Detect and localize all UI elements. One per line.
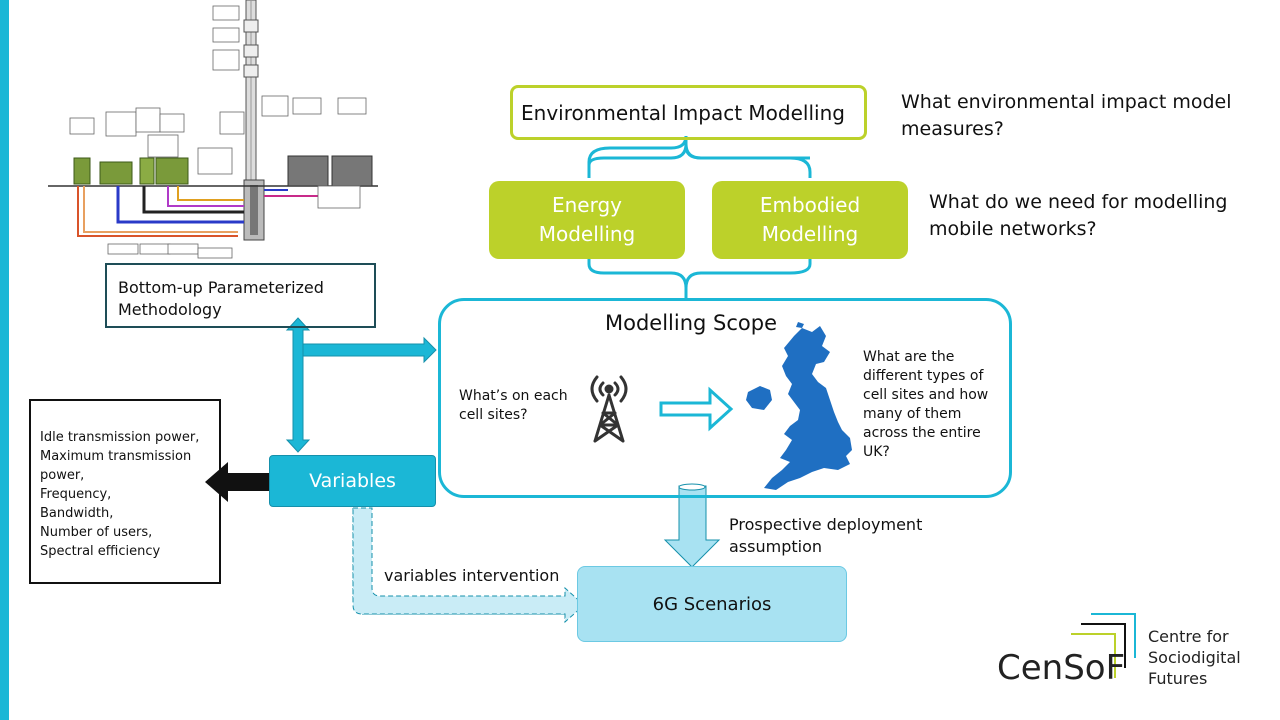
arrow-variables-parameters (205, 462, 270, 502)
modelling-scope-title: Modelling Scope (604, 311, 777, 335)
question-impact-measures: What environmental impact model measures… (901, 89, 1232, 143)
censof-name-line: Centre for (1148, 627, 1229, 646)
question-line: What do we need for modelling (929, 191, 1228, 213)
variables-intervention-label: variables intervention (384, 566, 560, 585)
bracket-modelling (587, 258, 812, 298)
question-line: mobile networks? (929, 218, 1097, 240)
embodied-line1: Embodied (759, 193, 861, 217)
cell-site-question-line: cell sites? (459, 407, 528, 423)
parameter-item: Frequency, (40, 487, 112, 502)
uk-question-line: across the entire (863, 425, 981, 441)
title-box-label: Environmental Impact Modelling (521, 100, 845, 125)
parameter-item: Idle transmission power, (40, 430, 200, 445)
cell-site-question-line: What’s on each (459, 388, 568, 404)
uk-question: What are the different types of cell sit… (863, 348, 988, 462)
arrow-tower-to-uk (659, 386, 734, 432)
variables-label: Variables (309, 470, 396, 492)
cell-site-question: What’s on each cell sites? (459, 387, 568, 425)
question-line: measures? (901, 118, 1004, 140)
censof-logo-mark (1071, 613, 1136, 678)
deployment-assumption-label: Prospective deployment assumption (729, 514, 922, 558)
parameter-item: Spectral efficiency (40, 544, 161, 559)
embodied-line2: Modelling (761, 222, 859, 246)
energy-modelling-box: Energy Modelling (489, 181, 685, 259)
cell-site-equipment-diagram (48, 0, 378, 259)
parameters-box: Idle transmission power, Maximum transmi… (29, 399, 221, 584)
scenarios-label: 6G Scenarios (652, 593, 772, 615)
uk-question-line: What are the (863, 349, 955, 365)
uk-question-line: different types of (863, 368, 984, 384)
parameter-item: Maximum transmission (40, 449, 192, 464)
uk-map-icon (746, 322, 852, 490)
parameter-item: Number of users, (40, 525, 153, 540)
embodied-modelling-box: Embodied Modelling (712, 181, 908, 259)
scenarios-box: 6G Scenarios (577, 566, 847, 642)
cell-tower-icon (590, 375, 628, 443)
uk-question-line: many of them (863, 406, 962, 422)
variables-box: Variables (269, 455, 436, 507)
arrow-scope-scenarios (663, 485, 721, 568)
methodology-box: Bottom-up Parameterized Methodology (105, 263, 376, 328)
question-modelling-needs: What do we need for modelling mobile net… (929, 189, 1227, 243)
methodology-line2: Methodology (118, 300, 222, 319)
parameter-item: power, (40, 468, 85, 483)
energy-line2: Modelling (538, 222, 636, 246)
deployment-line2: assumption (729, 537, 823, 556)
censof-name-line: Futures (1148, 669, 1208, 688)
modelling-scope-box: Modelling Scope What’s on each cell site… (438, 298, 1012, 498)
arrow-methodology-variables (285, 317, 311, 453)
uk-question-line: UK? (863, 444, 890, 460)
methodology-line1: Bottom-up Parameterized (118, 278, 324, 297)
question-line: What environmental impact model (901, 91, 1232, 113)
energy-line1: Energy (551, 193, 622, 217)
censof-wordmark: CenSoF (997, 648, 1126, 688)
title-box: Environmental Impact Modelling (510, 85, 867, 140)
censof-name: Centre for Sociodigital Futures (1148, 626, 1241, 689)
arrow-to-scope (302, 336, 437, 364)
parameter-item: Bandwidth, (40, 506, 114, 521)
censof-name-line: Sociodigital (1148, 648, 1241, 667)
left-accent-bar (0, 0, 9, 720)
deployment-line1: Prospective deployment (729, 515, 923, 534)
uk-question-line: cell sites and how (863, 387, 989, 403)
